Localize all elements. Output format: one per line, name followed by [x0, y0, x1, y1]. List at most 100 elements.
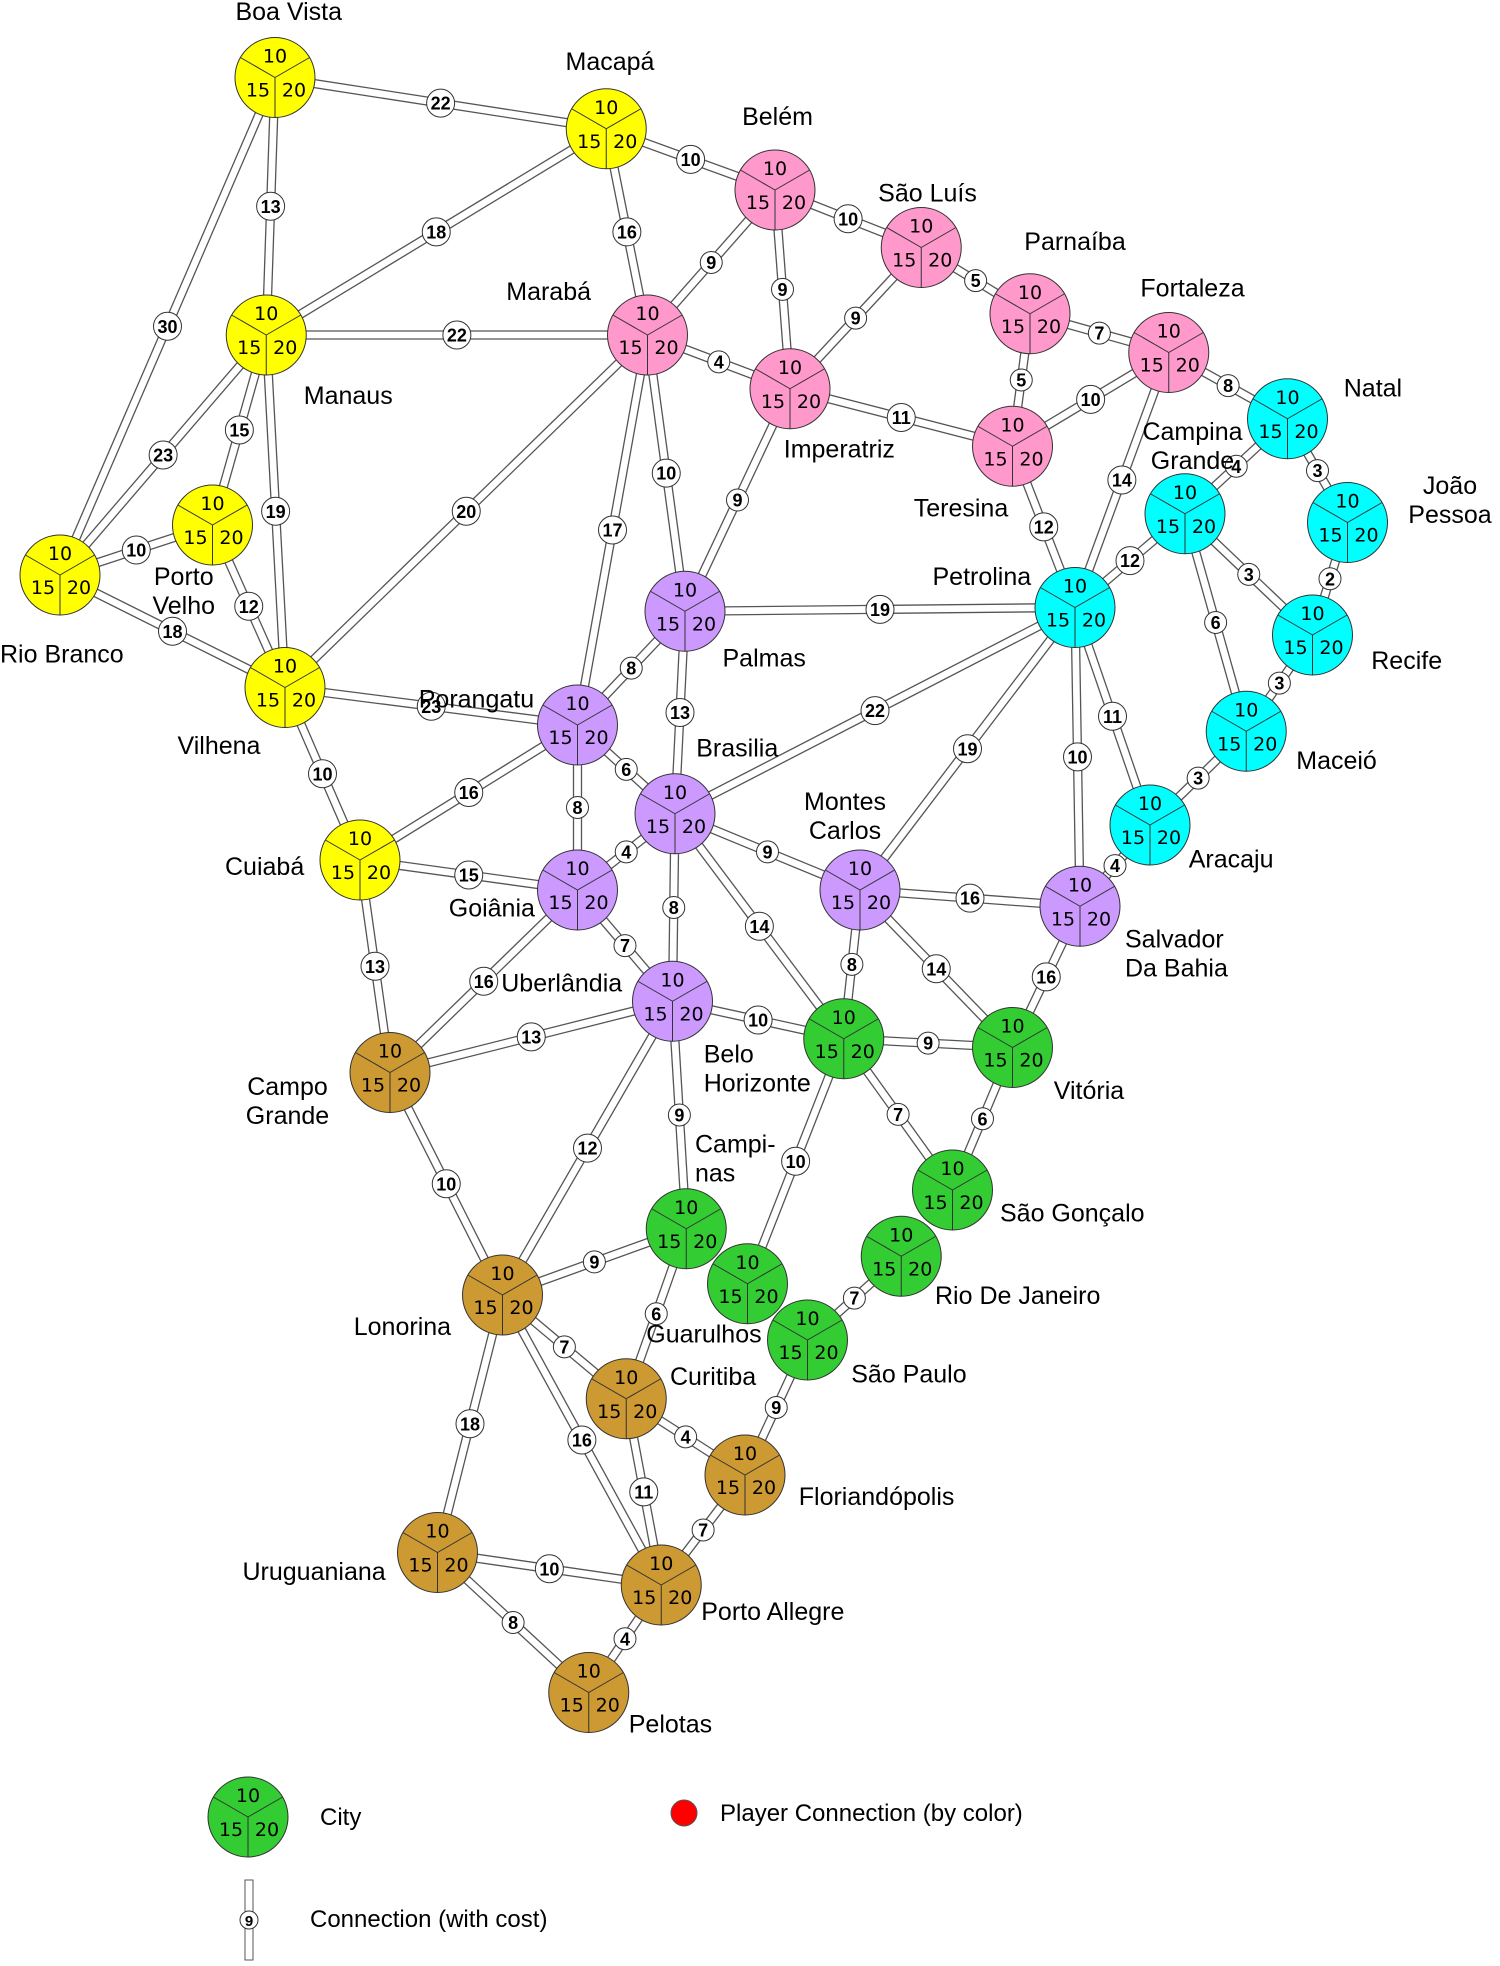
city-slot-10: 10 [795, 1308, 819, 1330]
connection-cost-badge [1115, 546, 1145, 576]
city-slot-15: 15 [983, 448, 1007, 470]
connection-cost: 9 [923, 1034, 933, 1054]
connection-cuiaba-porangatu[interactable]: 16 [357, 721, 580, 864]
connection-porto-velho-rio-branco[interactable]: 10 [58, 520, 214, 580]
connection-cost: 8 [669, 898, 679, 918]
city-divider [213, 1796, 249, 1818]
connection-fortaleza-petrolina[interactable]: 14 [1070, 350, 1174, 610]
city-name-label: Marabá [506, 278, 591, 306]
connection-lonorina-porto-allegre[interactable]: 16 [498, 1292, 666, 1588]
connection-petrolina-salvador[interactable]: 10 [1063, 607, 1092, 907]
connection-cost-badge [1063, 742, 1092, 772]
connection-petrolina-brasilia[interactable]: 22 [672, 603, 1078, 818]
connection-maraba-palmas[interactable]: 10 [642, 334, 690, 612]
connection-rio-branco-vilhena[interactable]: 18 [57, 570, 288, 692]
city-divider [789, 368, 825, 390]
connection-manaus-rio-branco[interactable]: 23 [56, 331, 270, 579]
connection-cost: 9 [674, 1106, 684, 1126]
connection-uberlandia-lonorina[interactable]: 12 [498, 998, 677, 1298]
city-slot-15: 15 [577, 131, 601, 153]
connection-cost-badge [308, 759, 337, 789]
connection-boa-vista-manaus[interactable]: 13 [256, 77, 286, 336]
city-slot-10: 10 [1063, 576, 1087, 598]
city-slot-20: 20 [908, 1258, 932, 1280]
city-divider [710, 1454, 746, 1476]
connection-goiania-campo-grande[interactable]: 16 [386, 886, 581, 1076]
connection-cost: 7 [849, 1289, 859, 1309]
connection-belo-horizonte-guarulhos[interactable]: 10 [743, 1037, 849, 1286]
connection-cost-badge [451, 496, 481, 526]
city-divider [774, 169, 810, 191]
connection-cost-badge [454, 860, 484, 890]
connection-cost-badge [1204, 611, 1228, 634]
connection-manaus-maraba[interactable]: 22 [266, 320, 648, 350]
city-slot-10: 10 [635, 303, 659, 325]
connection-cost: 10 [838, 209, 858, 229]
connection-campo-grande-lonorina[interactable]: 10 [385, 1070, 507, 1298]
connection-vilhena-porangatu[interactable]: 23 [284, 682, 579, 730]
connection-maraba-vilhena[interactable]: 20 [281, 331, 651, 691]
connection-manaus-vilhena[interactable]: 19 [261, 334, 291, 688]
city-divider [807, 1319, 843, 1341]
connection-petrolina-palmas[interactable]: 19 [684, 594, 1076, 624]
connection-maraba-porangatu[interactable]: 17 [572, 334, 653, 726]
connection-petrolina-montes-carlos[interactable]: 19 [856, 604, 1079, 893]
connection-cost-badge [743, 1005, 773, 1035]
connection-boa-vista-macapa[interactable]: 22 [274, 72, 607, 134]
connection-uberlandia-campo-grande[interactable]: 13 [388, 996, 674, 1078]
connection-macapa-manaus[interactable]: 18 [263, 124, 609, 339]
connection-cost-badge [764, 1396, 788, 1419]
city-slot-20: 20 [754, 1286, 778, 1308]
connection-boa-vista-rio-branco[interactable]: 30 [55, 75, 280, 577]
city-slot-20: 20 [959, 1192, 983, 1214]
connection-lonorina-uruguaniana[interactable]: 18 [432, 1293, 508, 1554]
city-divider [772, 1319, 808, 1341]
connection-imperatriz-palmas[interactable]: 9 [680, 386, 795, 614]
connection-brasilia-belo-horizonte[interactable]: 14 [671, 810, 848, 1042]
city-slot-15: 15 [560, 1695, 584, 1717]
